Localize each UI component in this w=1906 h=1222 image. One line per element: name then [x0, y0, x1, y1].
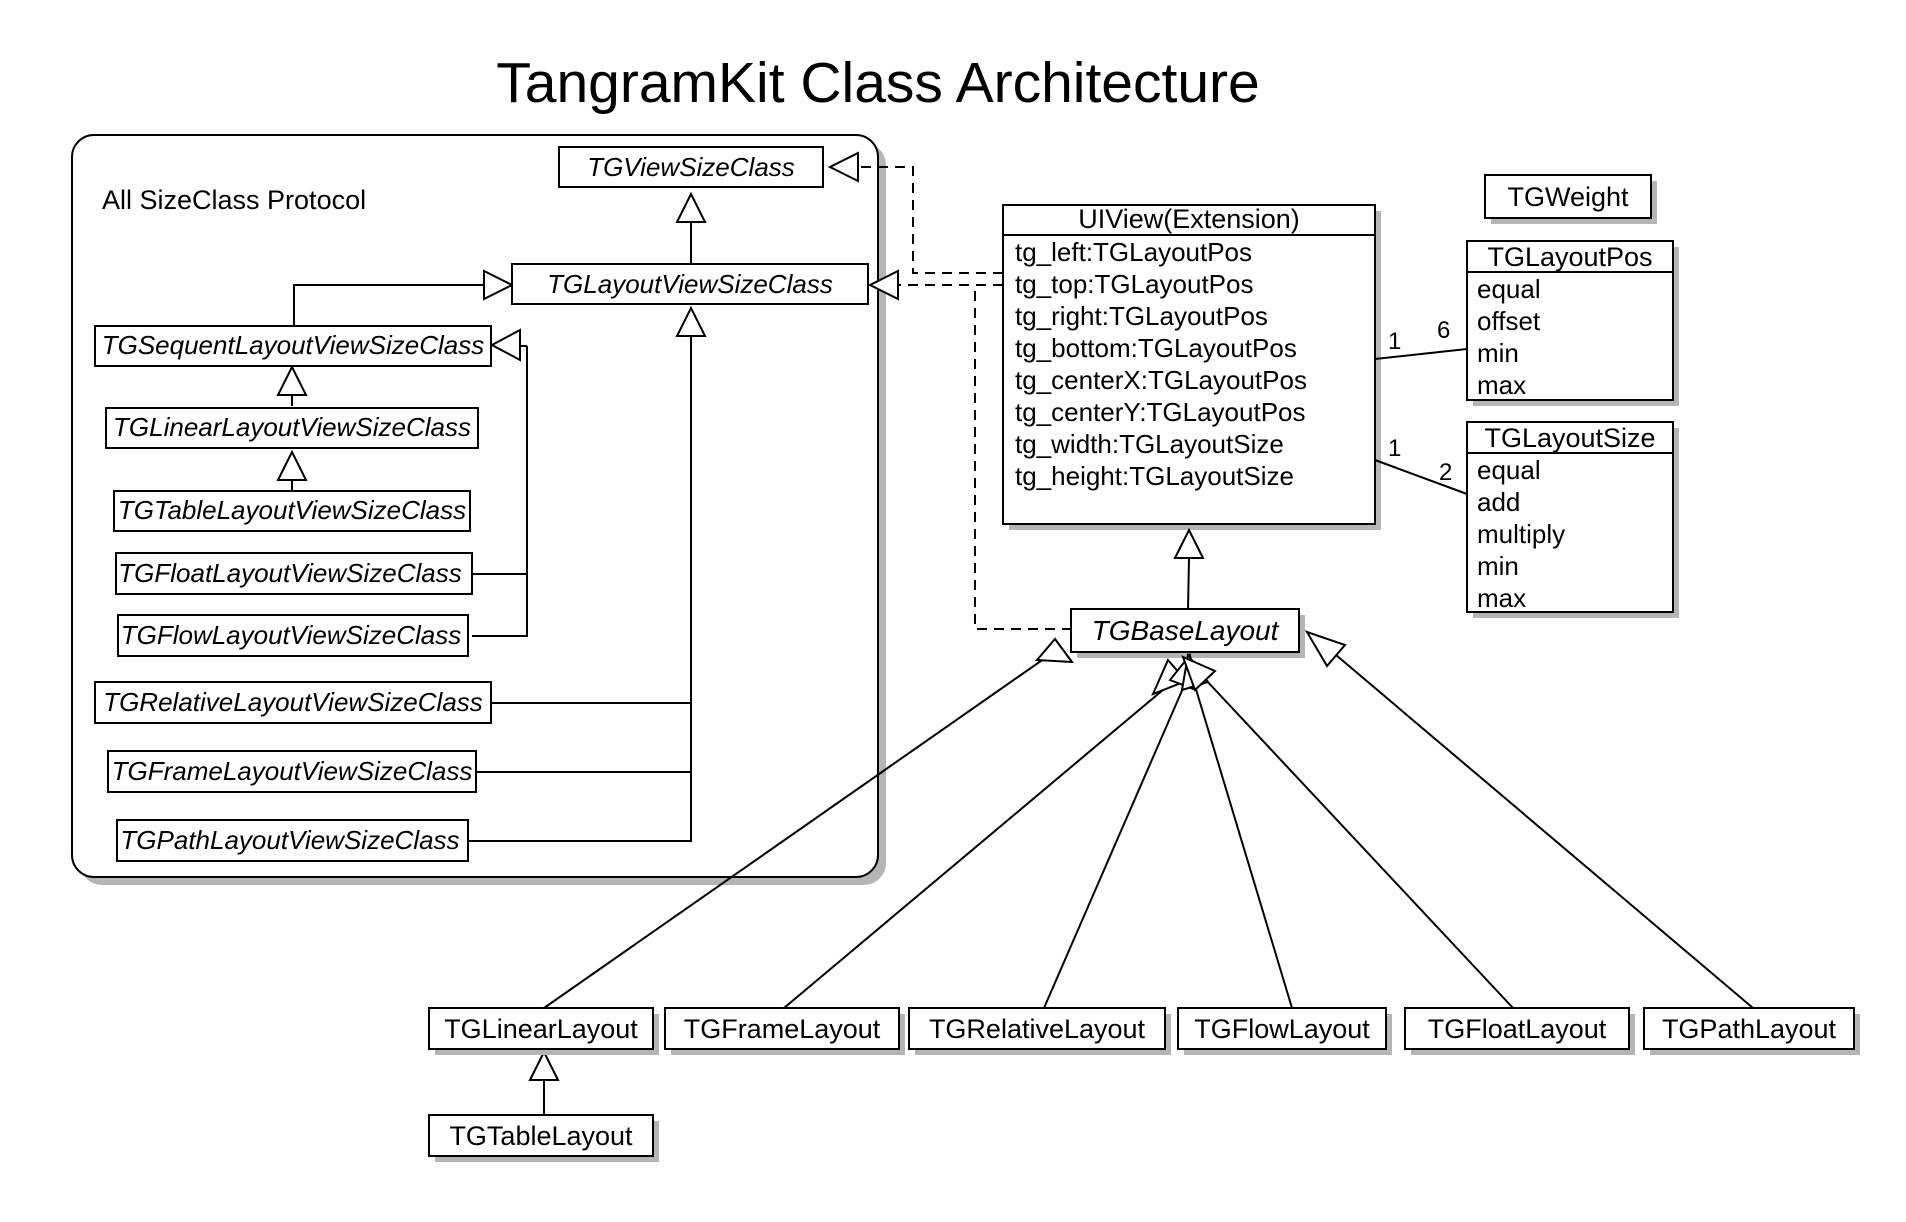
class-tg-path-layout-view-size-class: TGPathLayoutViewSizeClass — [116, 819, 469, 862]
class-label: TGLinearLayoutViewSizeClass — [113, 412, 471, 442]
layout-size-attribute: min — [1477, 551, 1519, 581]
class-tg-path-layout: TGPathLayout — [1643, 1007, 1860, 1055]
class-tg-linear-layout: TGLinearLayout — [428, 1007, 659, 1055]
class-tg-table-layout: TGTableLayout — [428, 1114, 659, 1162]
class-tg-flow-layout-view-size-class: TGFlowLayoutViewSizeClass — [117, 614, 469, 657]
association-connectors: 1 6 1 2 — [1374, 317, 1468, 495]
layout-name: TGRelativeLayout — [929, 1014, 1146, 1044]
layout-size-attribute: multiply — [1477, 519, 1565, 549]
layout-size-attribute: equal — [1477, 455, 1541, 485]
protocol-group-label: All SizeClass Protocol — [102, 185, 366, 215]
uiview-attribute: tg_bottom:TGLayoutPos — [1015, 333, 1297, 363]
class-tg-layout-view-size-class: TGLayoutViewSizeClass — [511, 263, 869, 305]
layout-name: TGTableLayout — [449, 1121, 633, 1151]
class-tg-sequent-layout-view-size-class: TGSequentLayoutViewSizeClass — [94, 325, 492, 367]
class-tg-layout-pos: TGLayoutPos equal offset min max — [1466, 240, 1679, 406]
uiview-attribute: tg_width:TGLayoutSize — [1015, 429, 1284, 459]
class-tg-linear-layout-view-size-class: TGLinearLayoutViewSizeClass — [105, 407, 479, 449]
layout-generalizations — [528, 630, 1754, 1115]
uiview-attribute: tg_height:TGLayoutSize — [1015, 461, 1294, 491]
base-to-uiview-connector — [1173, 527, 1205, 610]
layout-size-name: TGLayoutSize — [1484, 423, 1655, 453]
layout-pos-attribute: offset — [1477, 306, 1541, 336]
class-tg-base-layout: TGBaseLayout — [1070, 608, 1305, 658]
layout-name: TGLinearLayout — [444, 1014, 638, 1044]
class-tg-weight: TGWeight — [1484, 174, 1657, 224]
layout-size-attribute: add — [1477, 487, 1520, 517]
multiplicity-label: 6 — [1437, 317, 1450, 344]
layout-size-attribute: max — [1477, 583, 1526, 613]
class-tg-layout-size: TGLayoutSize equal add multiply min max — [1466, 421, 1679, 618]
layout-name: TGFloatLayout — [1428, 1014, 1607, 1044]
multiplicity-label: 2 — [1439, 459, 1452, 486]
uiview-name: UIView(Extension) — [1078, 204, 1300, 234]
layout-pos-name: TGLayoutPos — [1487, 242, 1652, 272]
class-label: TGFlowLayoutViewSizeClass — [121, 620, 462, 650]
class-label: TGPathLayoutViewSizeClass — [120, 825, 459, 855]
class-tg-relative-layout: TGRelativeLayout — [908, 1007, 1171, 1055]
uiview-attribute: tg_top:TGLayoutPos — [1015, 269, 1253, 299]
class-label: TGViewSizeClass — [587, 152, 795, 182]
class-tg-float-layout-view-size-class: TGFloatLayoutViewSizeClass — [115, 552, 473, 595]
uiview-attribute: tg_left:TGLayoutPos — [1015, 237, 1252, 267]
multiplicity-label: 1 — [1388, 328, 1401, 355]
class-uiview-extension: UIView(Extension) tg_left:TGLayoutPos tg… — [1002, 204, 1381, 530]
multiplicity-label: 1 — [1388, 435, 1401, 462]
layout-pos-attribute: max — [1477, 370, 1526, 400]
class-tg-table-layout-view-size-class: TGTableLayoutViewSizeClass — [113, 490, 471, 532]
realization-connectors — [827, 151, 1071, 630]
base-layout-name: TGBaseLayout — [1092, 615, 1280, 646]
layout-name: TGFlowLayout — [1194, 1014, 1370, 1044]
class-tg-frame-layout-view-size-class: TGFrameLayoutViewSizeClass — [107, 750, 477, 793]
protocol-connectors — [276, 191, 707, 842]
class-tg-view-size-class: TGViewSizeClass — [558, 146, 824, 188]
class-label: TGFrameLayoutViewSizeClass — [112, 756, 473, 786]
diagram-title: TangramKit Class Architecture — [496, 51, 1259, 115]
class-label: TGLayoutViewSizeClass — [547, 269, 833, 299]
class-tg-float-layout: TGFloatLayout — [1404, 1007, 1635, 1055]
class-label: TGFloatLayoutViewSizeClass — [118, 558, 461, 588]
class-tg-frame-layout: TGFrameLayout — [664, 1007, 905, 1055]
uiview-attribute: tg_centerY:TGLayoutPos — [1015, 397, 1306, 427]
uiview-attribute: tg_centerX:TGLayoutPos — [1015, 365, 1307, 395]
layout-name: TGPathLayout — [1662, 1014, 1837, 1044]
layout-pos-attribute: min — [1477, 338, 1519, 368]
class-label: TGTableLayoutViewSizeClass — [118, 495, 466, 525]
layout-name: TGFrameLayout — [684, 1014, 881, 1044]
uiview-attribute: tg_right:TGLayoutPos — [1015, 301, 1268, 331]
class-label: TGSequentLayoutViewSizeClass — [102, 330, 485, 360]
layout-pos-attribute: equal — [1477, 274, 1541, 304]
class-tg-relative-layout-view-size-class: TGRelativeLayoutViewSizeClass — [94, 681, 492, 724]
class-label: TGRelativeLayoutViewSizeClass — [103, 687, 483, 717]
class-tg-flow-layout: TGFlowLayout — [1177, 1007, 1392, 1055]
uiview-attributes: tg_left:TGLayoutPos tg_top:TGLayoutPos t… — [1015, 237, 1307, 491]
weight-name: TGWeight — [1507, 182, 1629, 212]
